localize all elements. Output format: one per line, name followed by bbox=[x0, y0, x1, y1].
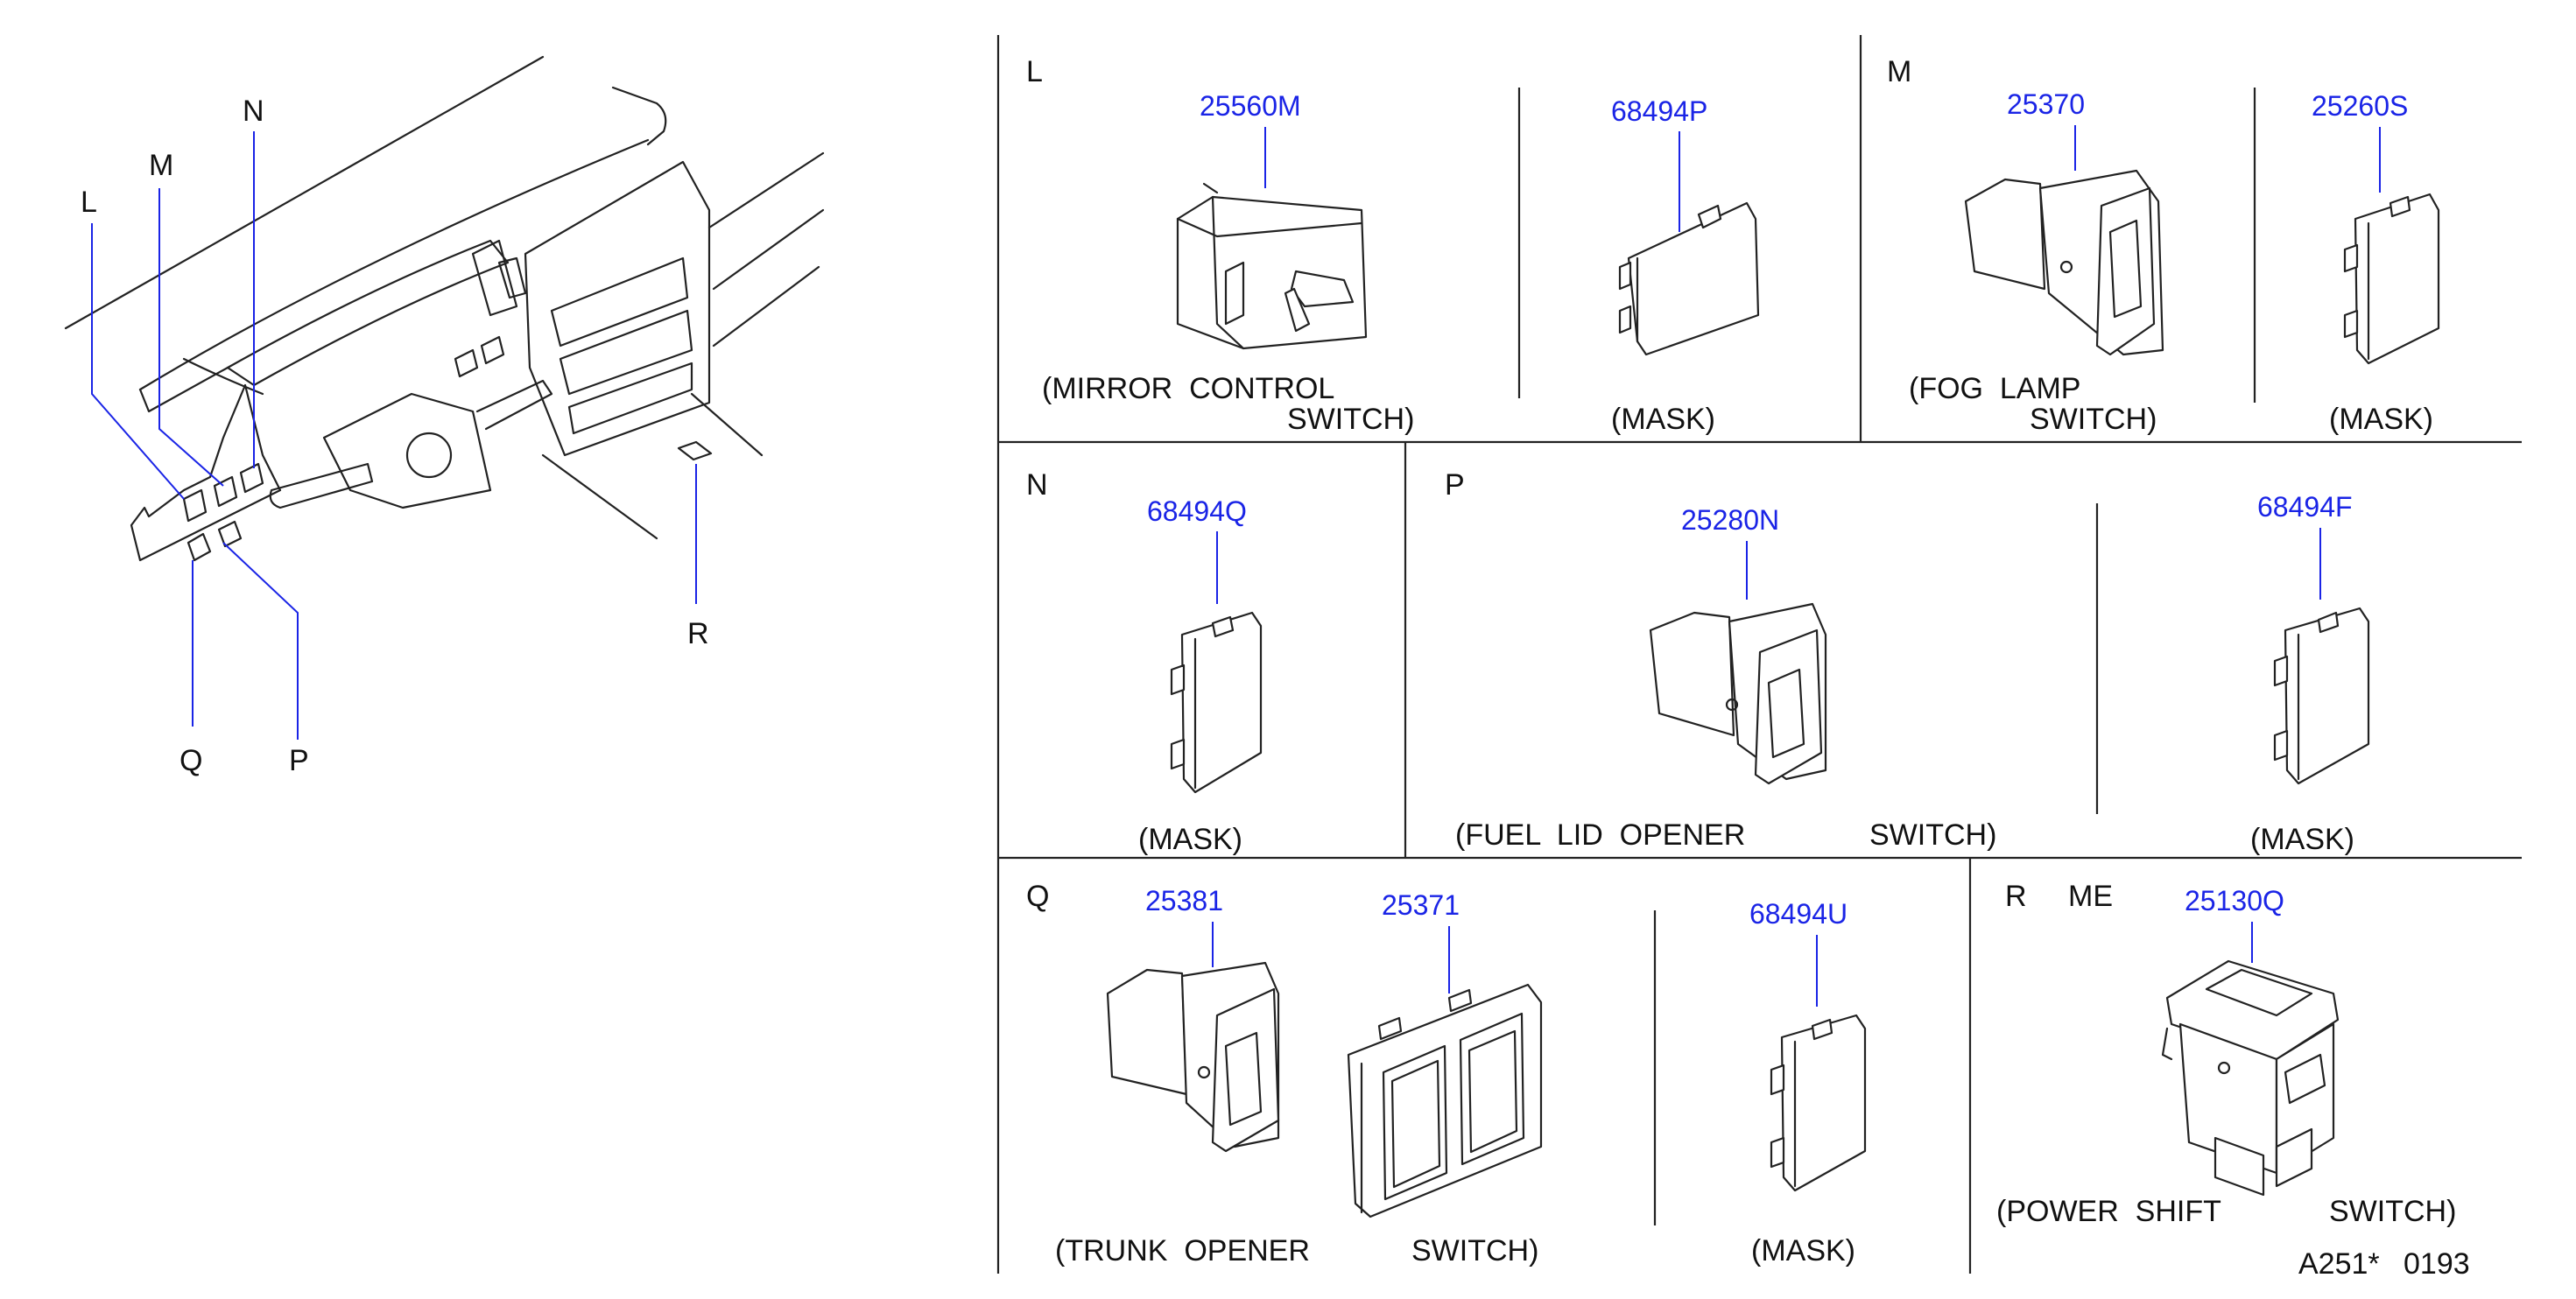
mask-25260s-drawing bbox=[2343, 193, 2440, 365]
caption-fuel-lid-1: (FUEL LID OPENER bbox=[1455, 818, 1745, 852]
part-number-25371: 25371 bbox=[1382, 889, 1460, 921]
footer-number: 0193 bbox=[2404, 1247, 2470, 1281]
overview-callout-labels: L M N P Q R bbox=[81, 95, 709, 777]
caption-mask-68494p: (MASK) bbox=[1611, 403, 1715, 436]
section-letter-m: M bbox=[1887, 55, 1911, 88]
caption-mirror-control-2: SWITCH) bbox=[1287, 403, 1414, 436]
overview-leaders bbox=[91, 131, 697, 740]
parts-grid-frame bbox=[996, 35, 2522, 1274]
part-number-25381: 25381 bbox=[1145, 885, 1223, 916]
caption-trunk-opener-2: SWITCH) bbox=[1411, 1234, 1538, 1267]
section-r: R ME 25130Q (POWER SHIFT SWITCH) A251* 0… bbox=[1996, 880, 2470, 1281]
caption-trunk-opener-1: (TRUNK OPENER bbox=[1055, 1234, 1310, 1267]
section-l: L 25560M (MIRROR CONTROL SWITCH) 68494P … bbox=[1026, 55, 1760, 436]
fog-lamp-switch-drawing bbox=[1964, 169, 2164, 356]
caption-power-shift-2: SWITCH) bbox=[2329, 1195, 2456, 1228]
caption-mask-68494f: (MASK) bbox=[2250, 823, 2354, 856]
part-number-68494u: 68494U bbox=[1749, 898, 1848, 930]
section-r-me-label: ME bbox=[2068, 880, 2113, 913]
section-q: Q 25381 (TRUNK OPENER SWITCH) 25371 6849… bbox=[1026, 880, 1867, 1267]
section-letter-p: P bbox=[1445, 468, 1465, 502]
caption-fog-lamp-2: SWITCH) bbox=[2030, 403, 2157, 436]
caption-mask-68494u: (MASK) bbox=[1751, 1234, 1855, 1267]
footer-code: A251* bbox=[2298, 1247, 2380, 1281]
mirror-control-switch-drawing bbox=[1176, 182, 1368, 350]
part-number-25260s: 25260S bbox=[2312, 90, 2408, 122]
mask-68494u-drawing bbox=[1770, 1014, 1867, 1192]
trunk-opener-switch-drawing bbox=[1106, 961, 1280, 1153]
section-letter-r: R bbox=[2005, 880, 2027, 913]
part-number-68494f: 68494F bbox=[2257, 491, 2353, 523]
part-number-25280n: 25280N bbox=[1681, 504, 1779, 536]
callout-l: L bbox=[81, 186, 97, 219]
part-number-25560m: 25560M bbox=[1200, 90, 1301, 122]
callout-m: M bbox=[149, 149, 173, 182]
dashboard-overview bbox=[64, 55, 825, 562]
callout-q: Q bbox=[179, 744, 202, 777]
power-shift-switch-drawing bbox=[2161, 959, 2340, 1197]
caption-fuel-lid-2: SWITCH) bbox=[1869, 818, 1996, 852]
part-number-25130q: 25130Q bbox=[2185, 885, 2284, 916]
callout-p: P bbox=[289, 744, 309, 777]
caption-mask-25260s: (MASK) bbox=[2329, 403, 2433, 436]
part-number-25370: 25370 bbox=[2007, 88, 2085, 120]
caption-power-shift-1: (POWER SHIFT bbox=[1996, 1195, 2221, 1228]
double-switch-bezel-drawing bbox=[1347, 983, 1543, 1218]
section-p: P 25280N (FUEL LID OPENER SWITCH) 68494F… bbox=[1445, 468, 2370, 856]
callout-n: N bbox=[243, 95, 264, 128]
mask-68494f-drawing bbox=[2273, 607, 2370, 785]
part-number-68494q: 68494Q bbox=[1147, 495, 1247, 527]
caption-mirror-control-1: (MIRROR CONTROL bbox=[1042, 372, 1334, 405]
section-letter-n: N bbox=[1026, 468, 1048, 502]
section-letter-l: L bbox=[1026, 55, 1043, 88]
caption-fog-lamp-1: (FOG LAMP bbox=[1909, 372, 2080, 405]
callout-r: R bbox=[687, 617, 709, 650]
mask-68494p-drawing bbox=[1618, 201, 1760, 356]
mask-68494q-drawing bbox=[1170, 611, 1263, 794]
fuel-lid-opener-switch-drawing bbox=[1649, 602, 1827, 785]
part-number-68494p: 68494P bbox=[1611, 95, 1707, 127]
section-letter-q: Q bbox=[1026, 880, 1049, 913]
caption-mask-68494q: (MASK) bbox=[1138, 823, 1242, 856]
section-m: M 25370 (FOG LAMP SWITCH) 25260S (MASK) bbox=[1887, 55, 2440, 436]
section-n: N 68494Q (MASK) bbox=[1026, 468, 1263, 856]
